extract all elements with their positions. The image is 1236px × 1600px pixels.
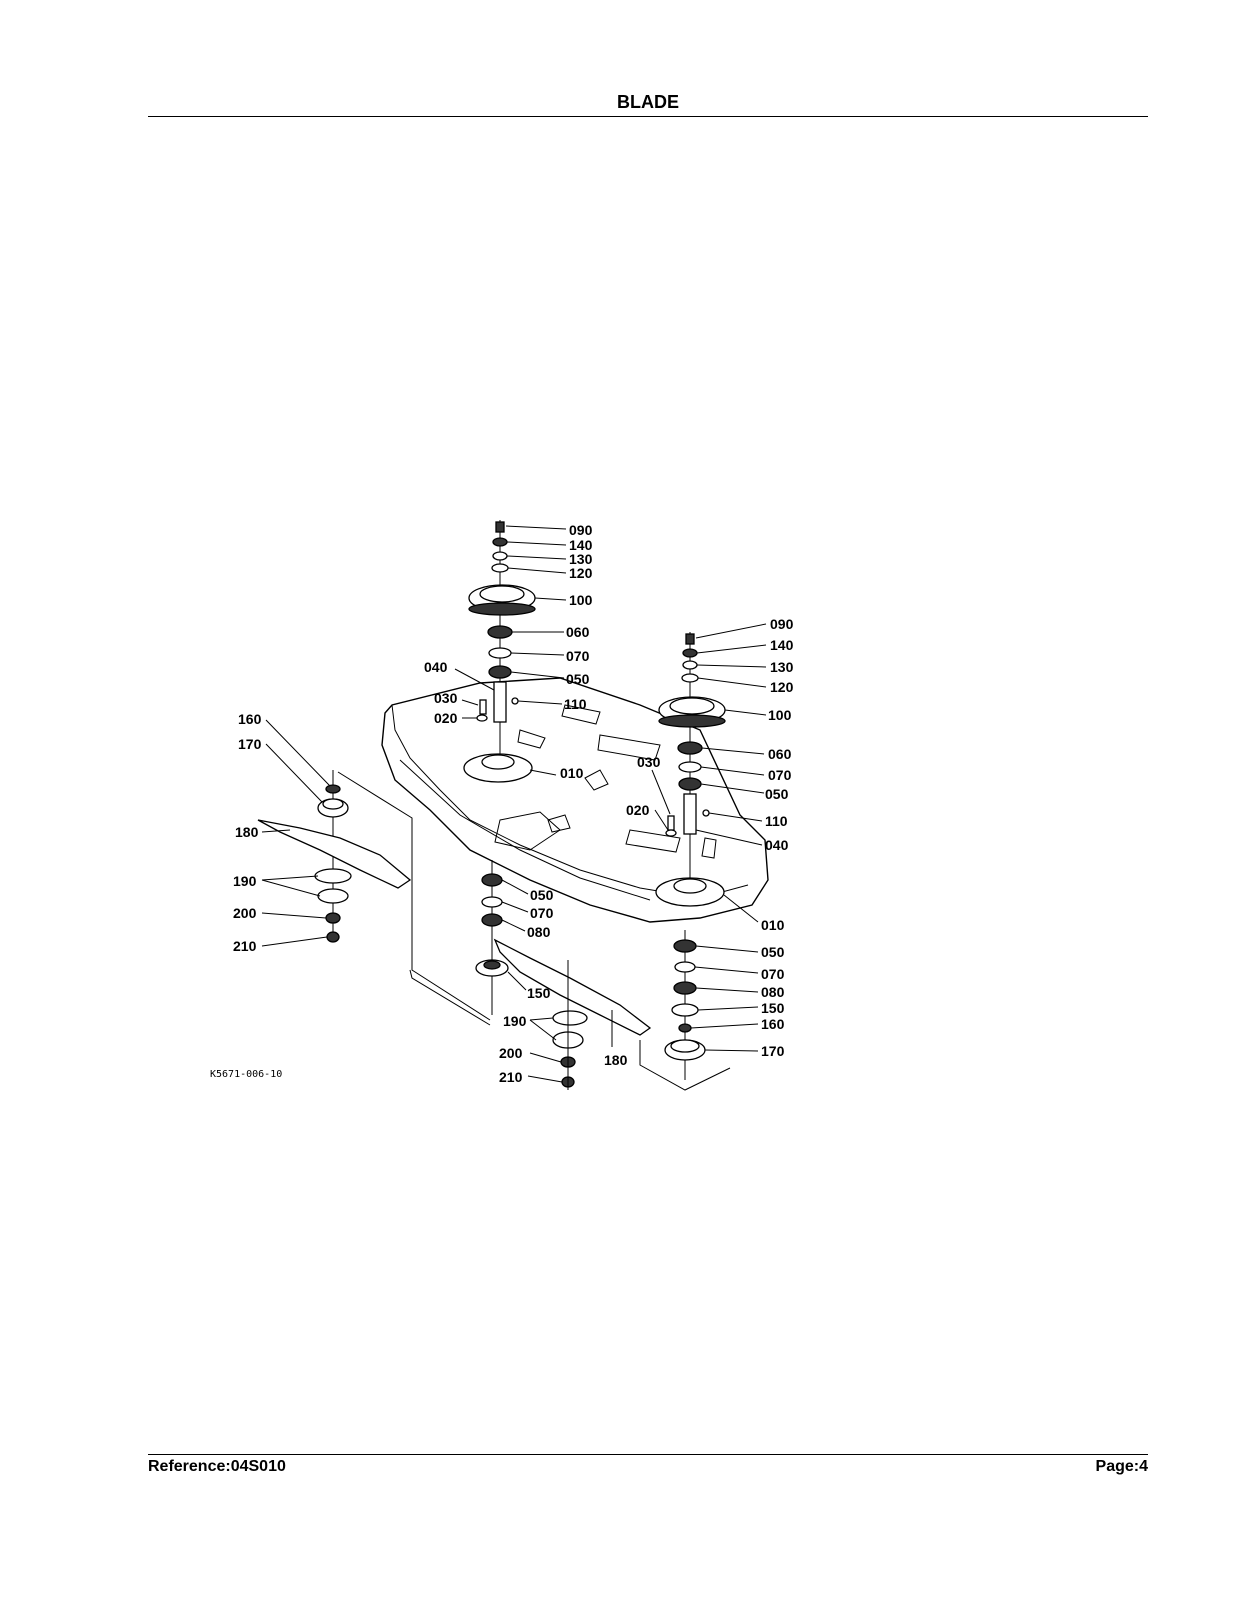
right-lower-assembly xyxy=(639,930,731,1091)
callout-130-left: 130 xyxy=(569,551,593,567)
callout-160-left-blade: 160 xyxy=(238,711,262,727)
callout-200-center: 200 xyxy=(499,1045,523,1061)
callout-200-left-blade: 200 xyxy=(233,905,257,921)
header-divider xyxy=(148,116,1148,117)
callout-130-right: 130 xyxy=(770,659,794,675)
callout-070-right-lower: 070 xyxy=(761,966,785,982)
callout-170-left-blade: 170 xyxy=(238,736,262,752)
callout-020-left: 020 xyxy=(434,710,458,726)
footer-divider xyxy=(148,1454,1148,1455)
callout-170-right-lower: 170 xyxy=(761,1043,785,1059)
callout-110-left: 110 xyxy=(564,696,587,712)
left-blade-assembly xyxy=(257,770,491,1026)
callout-050-right-lower: 050 xyxy=(761,944,785,960)
callout-070-right: 070 xyxy=(768,767,792,783)
callout-040-left: 040 xyxy=(424,659,448,675)
callout-190-center: 190 xyxy=(503,1013,527,1029)
callout-140-right: 140 xyxy=(770,637,794,653)
callout-100-right: 100 xyxy=(768,707,792,723)
callout-010-right: 010 xyxy=(761,917,785,933)
callout-180-center: 180 xyxy=(604,1052,628,1068)
page-title: BLADE xyxy=(617,92,679,112)
callout-050-right: 050 xyxy=(765,786,789,802)
callout-080-right-lower: 080 xyxy=(761,984,785,1000)
callout-060-left: 060 xyxy=(566,624,590,640)
callout-150-right-lower: 150 xyxy=(761,1000,785,1016)
callout-110-right: 110 xyxy=(765,813,788,829)
callout-060-right: 060 xyxy=(768,746,792,762)
callout-090-left: 090 xyxy=(569,522,593,538)
callout-090-right: 090 xyxy=(770,616,794,632)
callout-020-right: 020 xyxy=(626,802,650,818)
page-number: Page:4 xyxy=(1095,1458,1148,1475)
callout-120-left: 120 xyxy=(569,565,593,581)
callout-050-center: 050 xyxy=(530,887,554,903)
callout-160-right-lower: 160 xyxy=(761,1016,785,1032)
callout-190-left-blade: 190 xyxy=(233,873,257,889)
callout-070-center: 070 xyxy=(530,905,554,921)
callout-120-right: 120 xyxy=(770,679,794,695)
callout-180-left-blade: 180 xyxy=(235,824,259,840)
callout-100-left: 100 xyxy=(569,592,593,608)
center-lower-assembly xyxy=(475,860,652,1090)
callout-210-center: 210 xyxy=(499,1069,523,1085)
callout-030-right: 030 xyxy=(637,754,661,770)
leader-lines xyxy=(261,525,767,1083)
left-spindle-stack xyxy=(463,520,536,783)
reference-label: Reference:04S010 xyxy=(148,1458,286,1475)
callout-labels: 090 140 130 120 100 060 070 050 040 030 … xyxy=(210,522,794,1085)
callout-140-left: 140 xyxy=(569,537,593,553)
figure-code: K5671-006-10 xyxy=(210,1069,282,1080)
callout-050-left: 050 xyxy=(566,671,590,687)
callout-040-right: 040 xyxy=(765,837,789,853)
callout-010-left: 010 xyxy=(560,765,584,781)
callout-070-left: 070 xyxy=(566,648,590,664)
callout-080-center: 080 xyxy=(527,924,551,940)
callout-210-left-blade: 210 xyxy=(233,938,257,954)
callout-150-center: 150 xyxy=(527,985,551,1001)
callout-030-left: 030 xyxy=(434,690,458,706)
